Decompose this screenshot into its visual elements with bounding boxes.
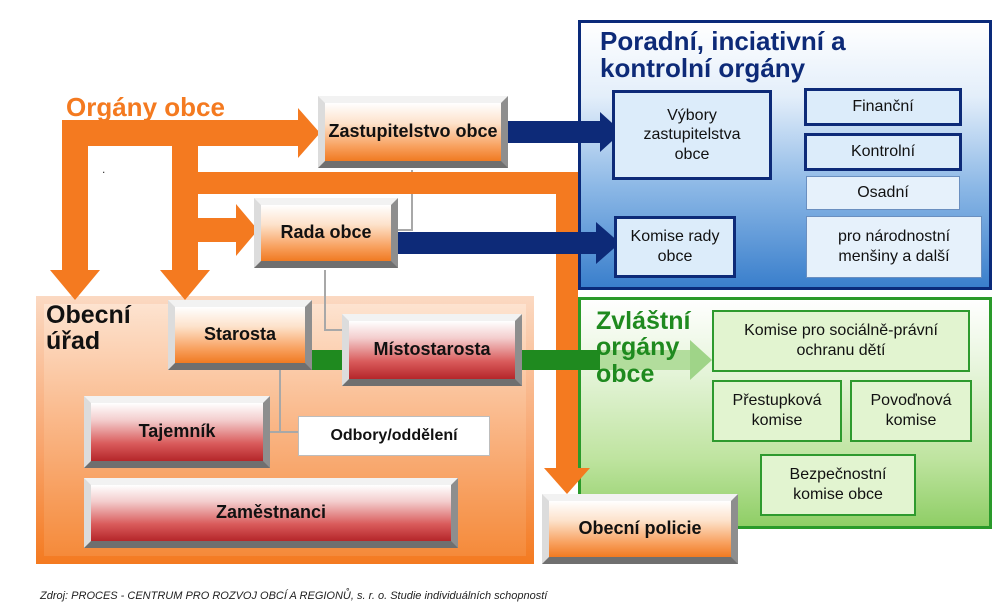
offense-commission-box: Přestupková komise bbox=[712, 380, 842, 442]
committees-bar bbox=[508, 121, 600, 143]
board-commissions-box: Komise rady obce bbox=[614, 216, 736, 278]
arrow-to-office bbox=[50, 270, 100, 300]
departments-box: Odbory/oddělení bbox=[298, 416, 490, 456]
special-title: Zvláštní orgány obce bbox=[596, 307, 691, 388]
board-deputy-line bbox=[324, 270, 345, 331]
social-commission-box: Komise pro sociálně-právní ochranu dětí bbox=[712, 310, 970, 372]
control-box: Kontrolní bbox=[804, 133, 962, 171]
top-bar bbox=[62, 120, 298, 146]
deputy-mayor-box: Místostarosta bbox=[342, 314, 522, 386]
police-bar bbox=[198, 172, 578, 194]
commissions-bar bbox=[398, 232, 596, 254]
office-title: Obecní úřad bbox=[46, 301, 131, 356]
police-box: Obecní policie bbox=[542, 494, 738, 564]
police-vertical bbox=[556, 172, 578, 468]
arrow-to-committees bbox=[600, 112, 622, 152]
committees-box: Výbory zastupitelstva obce bbox=[612, 90, 772, 180]
green-arrow bbox=[312, 340, 712, 380]
inner-left-bar bbox=[172, 146, 198, 270]
settlement-box: Osadní bbox=[806, 176, 960, 210]
orange-arrows bbox=[50, 108, 590, 494]
flood-commission-box: Povoďnová komise bbox=[850, 380, 972, 442]
arrow-to-council bbox=[298, 108, 320, 158]
mayor-box: Starosta bbox=[168, 300, 312, 370]
organs-title: Orgány obce bbox=[66, 92, 225, 122]
arrow-to-board bbox=[236, 204, 258, 256]
board-bar bbox=[198, 218, 236, 242]
minorities-box: pro národnostní menšiny a další bbox=[806, 216, 982, 278]
arrow-to-commissions bbox=[596, 222, 620, 264]
arrow-to-mayor bbox=[160, 270, 210, 300]
employees-box: Zaměstnanci bbox=[84, 478, 458, 548]
advisory-title: Poradní, inciativní a kontrolní orgány bbox=[600, 26, 846, 84]
source-note: Zdroj: PROCES - CENTRUM PRO ROZVOJ OBCÍ … bbox=[40, 590, 548, 602]
security-commission-box: Bezpečnostní komise obce bbox=[760, 454, 916, 516]
council-box: Zastupitelstvo obce bbox=[318, 96, 508, 168]
board-box: Rada obce bbox=[254, 198, 398, 268]
financial-box: Finanční bbox=[804, 88, 962, 126]
secretary-box: Tajemník bbox=[84, 396, 270, 468]
dot-mark: . bbox=[102, 162, 106, 176]
arrow-to-police bbox=[544, 468, 590, 494]
navy-arrows bbox=[398, 112, 622, 264]
